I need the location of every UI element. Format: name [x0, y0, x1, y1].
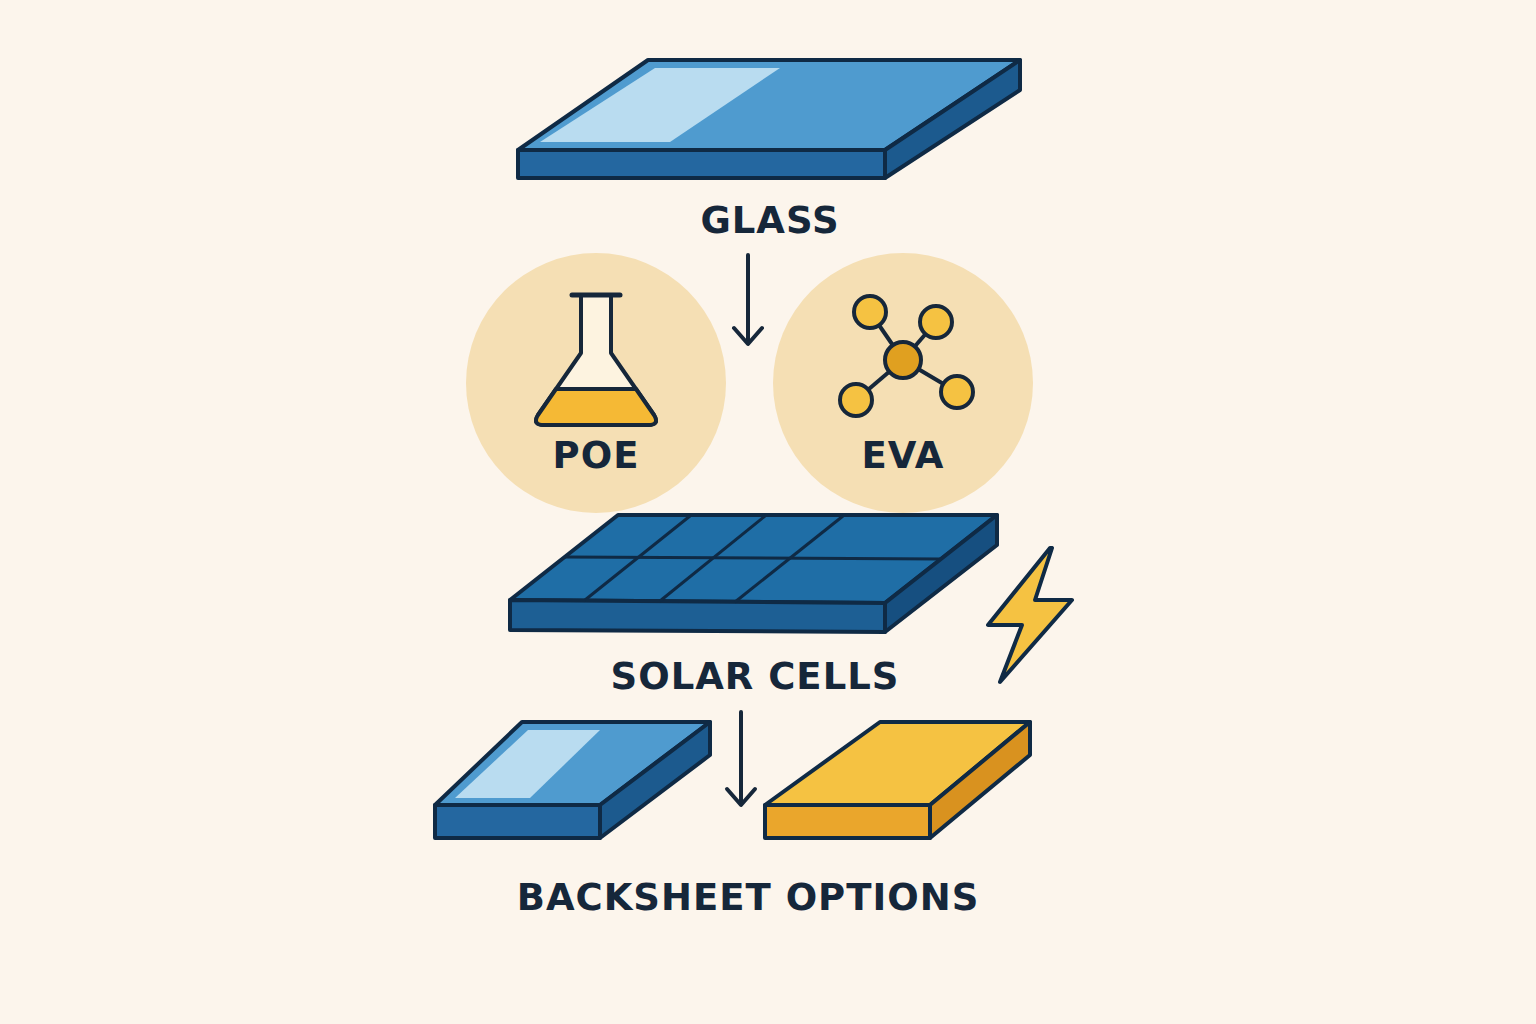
- layer-name: EVA: [861, 436, 944, 477]
- poe-circle: POE: [466, 253, 726, 513]
- glass-layer: GLASS: [518, 56, 1022, 242]
- polymer-backsheet: [765, 722, 1030, 838]
- layer-name: POE: [553, 436, 640, 477]
- glass-slab: [518, 60, 1020, 178]
- glass-backsheet: [435, 722, 710, 838]
- eva-circle: EVA: [773, 253, 1033, 513]
- layer-name: GLASS: [700, 201, 839, 242]
- backsheet-label: BACKSHEET OPTIONS: [517, 878, 980, 919]
- lightning-bolt: [988, 548, 1072, 682]
- solar-cell-slab: [510, 515, 997, 632]
- solar-cell-layer: SOLAR CELLS: [505, 510, 1005, 698]
- down-arrow: [734, 255, 762, 344]
- layer-name: SOLAR CELLS: [611, 657, 900, 698]
- down-arrow: [727, 712, 755, 805]
